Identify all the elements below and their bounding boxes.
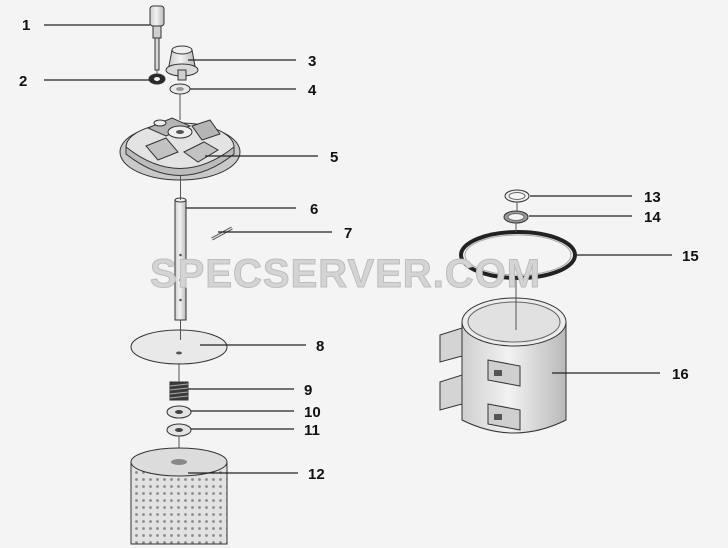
callout-4: 4 xyxy=(308,82,317,99)
callout-9: 9 xyxy=(304,382,312,399)
callout-7: 7 xyxy=(344,225,352,242)
part-13-o-ring xyxy=(504,189,530,203)
part-7-pin xyxy=(211,226,233,241)
callout-5: 5 xyxy=(330,149,338,166)
callout-8: 8 xyxy=(316,338,324,355)
part-14-o-ring xyxy=(503,210,529,224)
part-3-plug xyxy=(165,45,199,81)
part-2-washer xyxy=(148,73,166,85)
callout-12: 12 xyxy=(308,466,325,483)
callout-14: 14 xyxy=(644,209,661,226)
callout-labels: 1 2 3 4 5 6 7 8 9 10 11 12 13 14 15 16 xyxy=(19,17,699,483)
part-11-washer xyxy=(166,423,192,437)
callout-2: 2 xyxy=(19,73,27,90)
part-10-washer xyxy=(166,405,192,419)
part-12-filter-element xyxy=(130,447,228,545)
part-4-washer xyxy=(169,83,191,95)
part-5-cover xyxy=(119,117,241,181)
callout-13: 13 xyxy=(644,189,661,206)
part-9-spring xyxy=(169,381,189,401)
watermark-text: SPECSERVER.COM xyxy=(150,252,541,296)
leader-lines xyxy=(44,24,672,474)
part-8-disc xyxy=(130,329,228,365)
assembly-center-lines xyxy=(156,70,518,448)
callout-3: 3 xyxy=(308,53,316,70)
callout-10: 10 xyxy=(304,404,321,421)
part-1-vent-screw xyxy=(149,5,165,71)
callout-1: 1 xyxy=(22,17,30,34)
part-16-housing xyxy=(439,297,567,434)
callout-11: 11 xyxy=(304,422,320,439)
callout-6: 6 xyxy=(310,201,318,218)
callout-16: 16 xyxy=(672,366,689,383)
callout-15: 15 xyxy=(682,248,699,265)
